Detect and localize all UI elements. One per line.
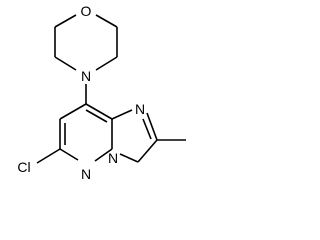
bond (111, 109, 133, 120)
morpholine-ring (54, 14, 118, 71)
bond (95, 14, 118, 28)
chlorine-atom-label: Cl (17, 159, 30, 175)
bond (59, 148, 79, 161)
pyridazine-nitrogen-label: N (81, 166, 91, 182)
bond (85, 109, 108, 123)
chlorine-bond (36, 148, 61, 164)
bond (137, 139, 158, 163)
bridgehead-nitrogen-label: N (108, 150, 118, 166)
bond (95, 56, 118, 71)
bond (146, 112, 158, 141)
imidazole-nitrogen-label: N (135, 101, 145, 117)
bond (59, 103, 87, 120)
bond (85, 103, 113, 120)
oxygen-atom-label: O (81, 3, 92, 19)
bond (54, 56, 77, 71)
pyridazine-ring (59, 103, 113, 162)
bond (119, 153, 139, 163)
bond (142, 118, 152, 140)
imidazole-ring (111, 109, 158, 163)
bond (94, 148, 113, 162)
morpholine-nitrogen-label: N (81, 68, 91, 84)
molecule-structure: O N N N N Cl (17, 3, 186, 182)
bond (54, 14, 77, 28)
